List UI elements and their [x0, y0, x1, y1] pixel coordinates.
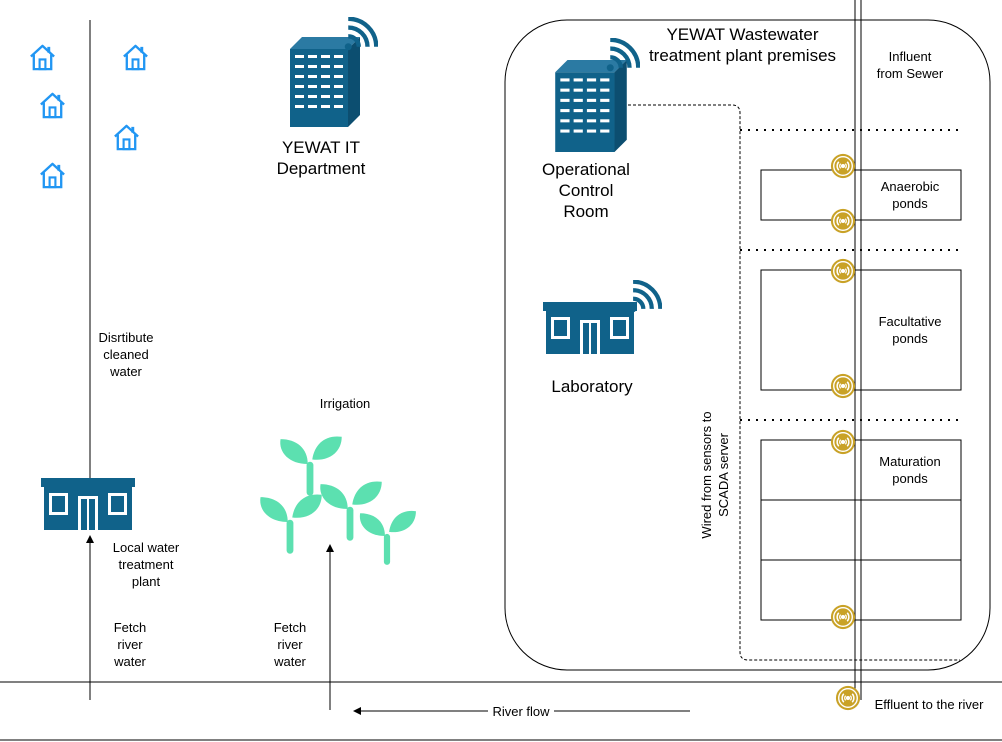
effluent-label: Effluent to the river [874, 697, 984, 712]
house-icon [39, 92, 66, 119]
plant-icon [260, 494, 322, 554]
local-treatment-plant-label: Local water treatment plant [112, 540, 180, 589]
facultative-pond [760, 269, 962, 391]
sensor-icon [830, 373, 856, 399]
house-icon [29, 44, 56, 71]
house-icon [39, 162, 66, 189]
local-treatment-plant-icon [41, 478, 135, 530]
maturation-pond [760, 439, 962, 621]
sensor-icon [830, 153, 856, 179]
house-icon [113, 124, 140, 151]
facultative-ponds-label: Facultative ponds [878, 314, 942, 346]
wired-sensors-label: Wired from sensors to SCADA server [699, 411, 731, 539]
influent-label: Influent from Sewer [876, 49, 944, 81]
fetch-water-label-irrigation: Fetch river water [273, 620, 307, 669]
laboratory-building-icon [543, 302, 637, 354]
laboratory-label: Laboratory [551, 377, 633, 396]
house-icon [122, 44, 149, 71]
river-flow-label: River flow [488, 703, 554, 720]
sensor-icon [830, 258, 856, 284]
wifi-icon [630, 282, 661, 313]
maturation-ponds-label: Maturation ponds [879, 454, 941, 486]
sensor-icon [830, 208, 856, 234]
irrigation-label: Irrigation [319, 396, 371, 411]
it-department-building-icon [290, 37, 360, 127]
plant-icon [359, 510, 416, 565]
it-department-label: YEWAT IT Department [276, 138, 366, 178]
anaerobic-ponds-label: Anaerobic ponds [880, 179, 940, 211]
wired-connection-path [628, 104, 960, 661]
sensor-icon [830, 604, 856, 630]
anaerobic-pond [760, 169, 962, 221]
control-room-label: Operational Control Room [542, 160, 630, 221]
plant-premises-boundary [504, 19, 991, 671]
wifi-icon [345, 19, 377, 51]
sensor-icon [830, 429, 856, 455]
plant-premises-title: YEWAT Wastewater treatment plant premise… [648, 25, 837, 65]
distribute-water-label: Disrtibute cleaned water [98, 330, 154, 379]
fetch-water-label-left: Fetch river water [113, 620, 147, 669]
control-room-building-icon [555, 60, 627, 152]
sensor-icon [835, 685, 861, 711]
